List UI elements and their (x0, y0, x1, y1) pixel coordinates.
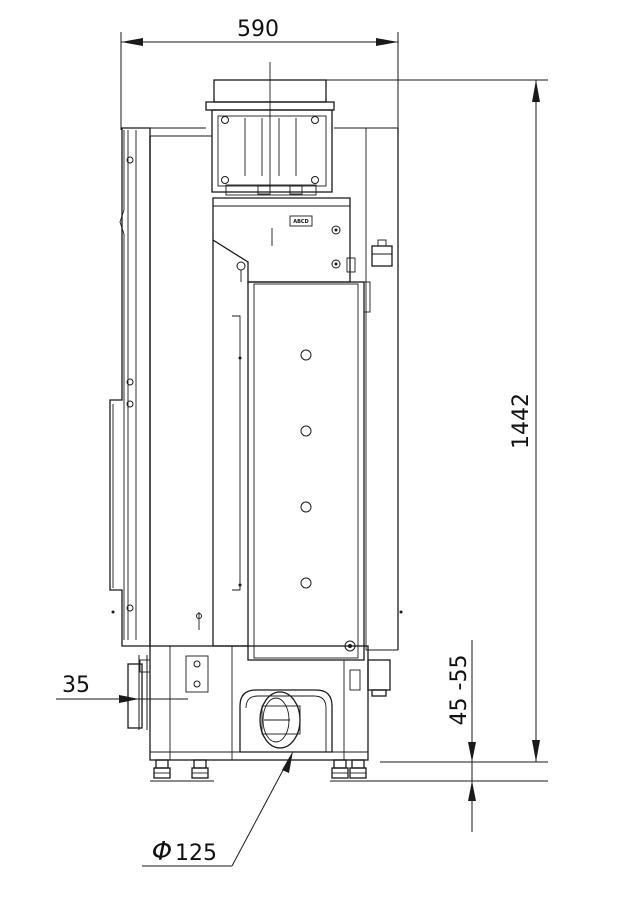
dimension-height-label: 1442 (509, 393, 534, 449)
dimension-offset-left-label: 35 (62, 673, 90, 698)
dimension-flue-diameter: Φ 125 (142, 751, 293, 867)
flue-diameter-value: 125 (175, 841, 217, 866)
flue-collar (205, 62, 335, 190)
damper-box (211, 109, 333, 196)
dimension-height: 1442 (320, 79, 548, 763)
left-shell (109, 127, 212, 647)
left-column (149, 136, 248, 647)
flue-diameter-symbol: Φ (152, 837, 172, 867)
dimension-foot-adjust: 45 -55 (330, 640, 548, 832)
lower-base (127, 645, 391, 761)
right-shell (334, 127, 403, 651)
feet (150, 759, 367, 782)
label-plate: ABCD (293, 219, 309, 225)
dimension-offset-left: 35 (56, 655, 188, 730)
firebox-panel (247, 281, 365, 661)
upper-housing: ABCD (212, 197, 356, 283)
dimension-foot-adjust-label: 45 -55 (447, 655, 472, 726)
dimension-width: 590 (120, 17, 399, 130)
dimension-width-label: 590 (237, 17, 279, 42)
